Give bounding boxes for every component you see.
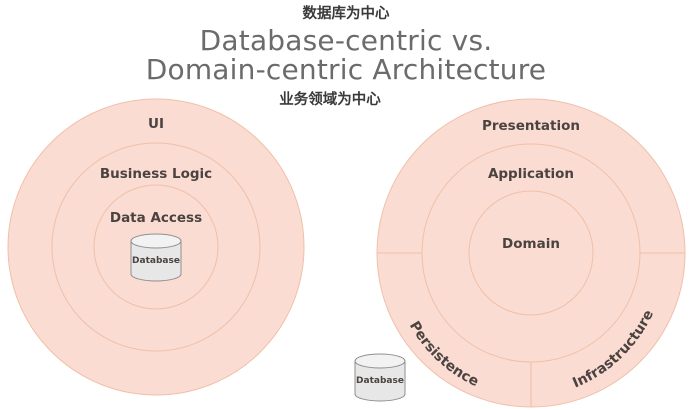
right-label-presentation: Presentation <box>482 118 580 134</box>
right-label-domain: Domain <box>502 236 560 252</box>
annotation-database-centric: 数据库为中心 <box>303 4 390 22</box>
right-ring-presentation-fill <box>377 99 685 407</box>
page-title-line-1: Database-centric vs. <box>200 24 493 57</box>
title-block: 数据库为中心 Database-centric vs. Domain-centr… <box>146 4 547 108</box>
left-label-business-logic: Business Logic <box>100 166 212 182</box>
left-database-label: Database <box>132 256 180 266</box>
annotation-domain-centric: 业务领域为中心 <box>279 90 381 108</box>
right-database-cylinder: Database <box>354 353 406 402</box>
left-database-cylinder: Database <box>130 233 182 282</box>
right-ring-domain-outline <box>468 190 594 316</box>
right-label-application: Application <box>488 166 574 182</box>
left-label-ui: UI <box>148 116 164 132</box>
left-label-data-access: Data Access <box>110 210 202 226</box>
left-ring-ui-outline <box>7 98 305 396</box>
left-ring-business-logic-outline <box>51 142 261 352</box>
page-title-line-2: Domain-centric Architecture <box>146 53 547 86</box>
left-ring-data-access-outline <box>93 184 219 310</box>
right-architecture-circles: Presentation Application Domain Persiste… <box>376 98 686 408</box>
right-database-label: Database <box>356 376 404 386</box>
